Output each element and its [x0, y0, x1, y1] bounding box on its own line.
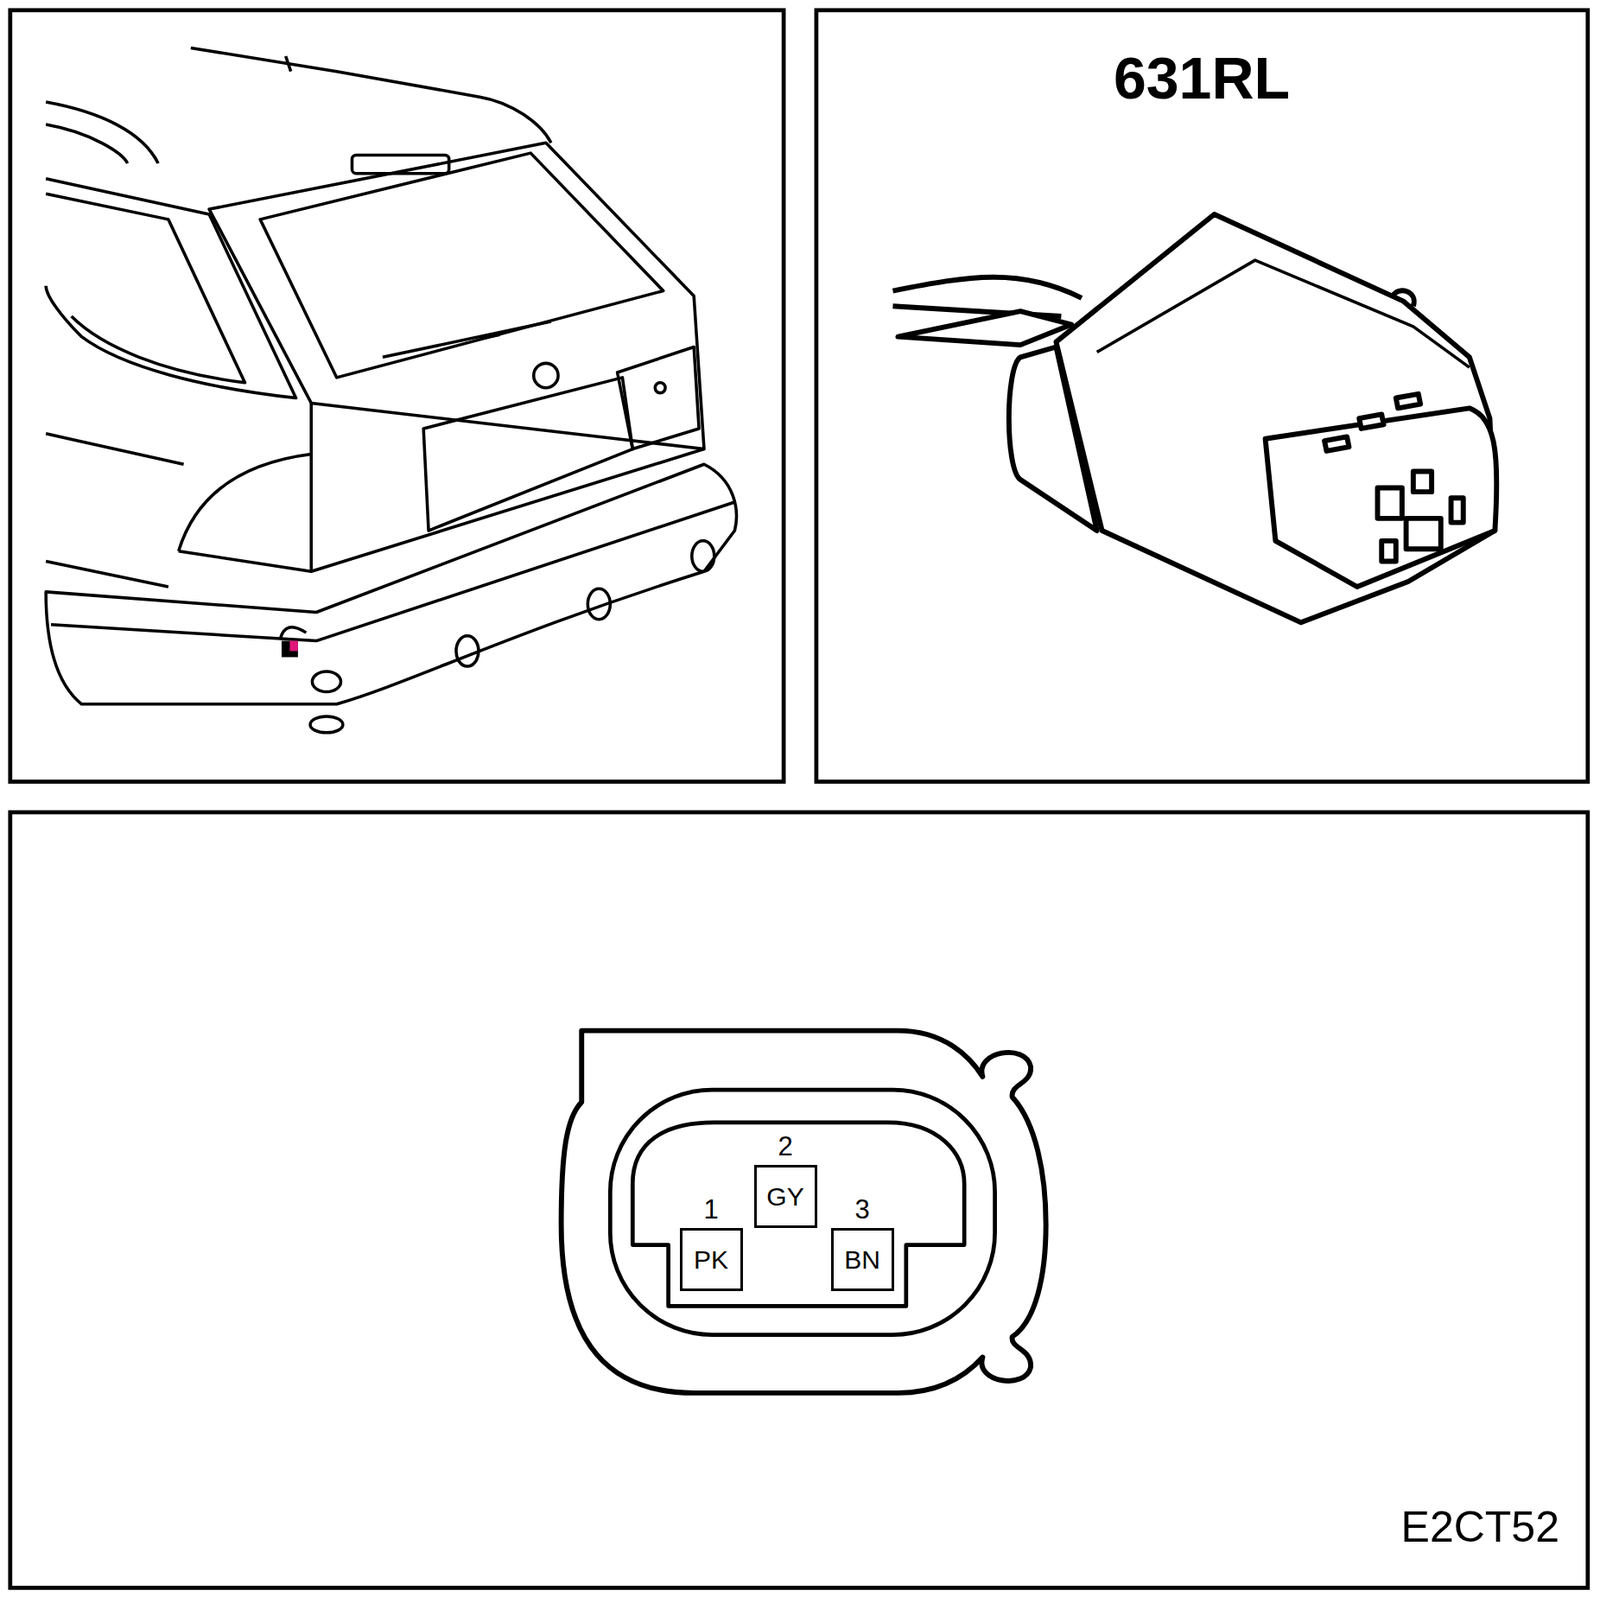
pin-cavity: 2GY — [754, 1132, 818, 1228]
panel-frames — [10, 10, 1588, 1588]
location-marker — [289, 641, 298, 652]
pin-number: 1 — [679, 1195, 743, 1223]
wire-color: BN — [844, 1246, 881, 1273]
connector-3d-view — [892, 214, 1497, 623]
pin-cavity: 3BN — [831, 1195, 895, 1291]
pin-number: 3 — [831, 1195, 895, 1223]
location-marker — [281, 641, 299, 658]
pin-box: BN — [831, 1227, 895, 1291]
figure-code: E2CT52 — [1401, 1504, 1560, 1549]
wire-color: PK — [693, 1246, 729, 1273]
pin-box: PK — [679, 1227, 743, 1291]
pin-box: GY — [754, 1164, 818, 1228]
pin-cavity: 1PK — [679, 1195, 743, 1291]
connector-id: 631RL — [1113, 48, 1290, 108]
pin-number: 2 — [754, 1132, 818, 1160]
connector-face — [561, 1030, 1047, 1393]
wire-color: GY — [766, 1183, 804, 1210]
car-rear-view — [45, 47, 737, 732]
